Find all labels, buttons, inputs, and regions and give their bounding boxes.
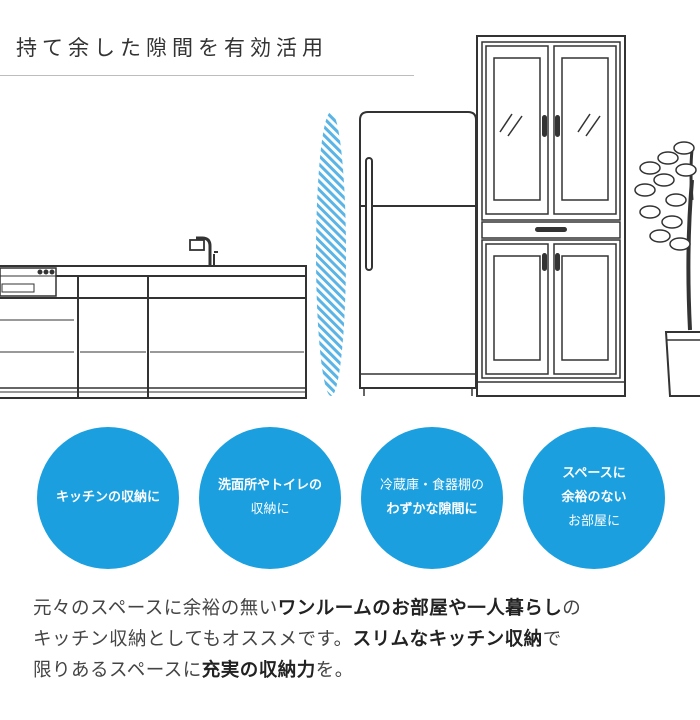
feature-circle-label: スペースに (562, 466, 626, 481)
feature-circle-label: 洗面所やトイレの (217, 478, 322, 493)
feature-circle-label: 余裕のない (561, 490, 627, 505)
feature-circle: 冷蔵庫・食器棚のわずかな隙間に (361, 427, 503, 569)
gap-highlight (316, 112, 346, 396)
description-text-segment: の (562, 598, 582, 619)
feature-circle-label: お部屋に (567, 514, 620, 529)
description-text: 元々のスペースに余裕の無いワンルームのお部屋や一人暮らしの キッチン収納としても… (33, 593, 683, 686)
description-text-segment: で (542, 629, 562, 650)
faucet-icon (189, 236, 218, 266)
description-text-segment: 限りあるスペースに (33, 660, 202, 681)
description-line-2: キッチン収納としてもオススメです。スリムなキッチン収納で (33, 624, 683, 655)
description-highlight: スリムなキッチン収納 (352, 629, 543, 650)
feature-circle-label: 冷蔵庫・食器棚の (379, 478, 484, 493)
feature-circle: キッチンの収納に (37, 427, 179, 569)
feature-circle: 洗面所やトイレの収納に (199, 427, 341, 569)
feature-circle-label: 収納に (250, 502, 290, 517)
feature-circle: スペースに余裕のないお部屋に (523, 427, 665, 569)
description-text-segment: キッチン収納としてもオススメです。 (33, 629, 353, 650)
refrigerator-illustration (359, 111, 477, 396)
page-title: 持て余した隙間を有効活用 (16, 36, 328, 60)
feature-circle-label: キッチンの収納に (55, 490, 160, 505)
description-text-segment: を。 (315, 660, 354, 681)
title-divider (0, 75, 414, 76)
description-text-segment: 元々のスペースに余裕の無い (33, 598, 278, 619)
description-highlight: ワンルームのお部屋や一人暮らし (277, 598, 563, 619)
kitchen-counter-illustration (0, 265, 307, 399)
description-line-1: 元々のスペースに余裕の無いワンルームのお部屋や一人暮らしの (33, 593, 683, 624)
description-highlight: 充実の収納力 (201, 660, 316, 681)
cupboard-illustration (476, 35, 626, 397)
kitchen-scene-illustration (0, 35, 700, 399)
feature-circle-label: わずかな隙間に (386, 502, 478, 517)
description-line-3: 限りあるスペースに充実の収納力を。 (33, 655, 683, 686)
potted-plant-illustration (634, 141, 700, 397)
